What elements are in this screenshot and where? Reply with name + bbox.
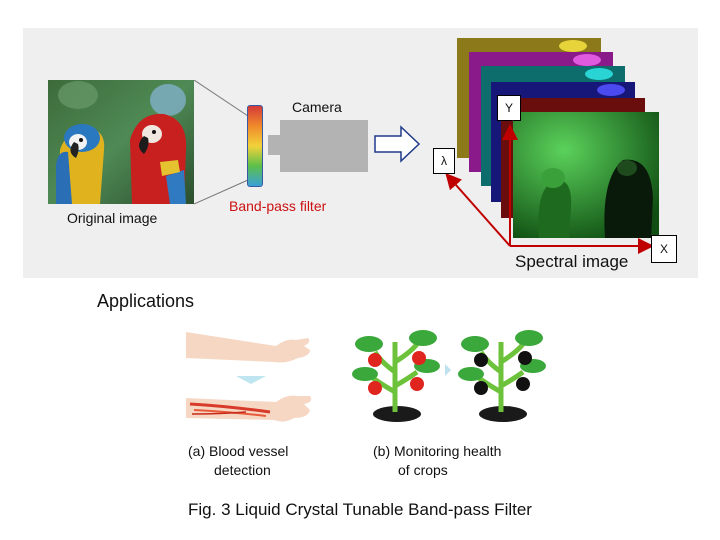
original-image-label: Original image — [67, 210, 158, 226]
figure-caption: Fig. 3 Liquid Crystal Tunable Band-pass … — [188, 500, 532, 519]
camera-body — [280, 120, 368, 172]
crops-illustration — [352, 330, 546, 422]
axis-y-label: Y — [497, 95, 521, 121]
axis-x-label: X — [651, 235, 677, 263]
arm-illustration — [186, 332, 312, 422]
band-pass-filter — [247, 105, 263, 187]
original-parrots-image — [48, 80, 194, 204]
camera-label: Camera — [292, 99, 342, 115]
app-b-label-line2: of crops — [398, 462, 448, 478]
output-arrow-icon — [374, 125, 421, 163]
camera-lens — [268, 135, 280, 155]
app-b-label-line1: (b) Monitoring health — [373, 443, 502, 459]
app-a-label-line2: detection — [214, 462, 271, 478]
spectral-axes — [445, 124, 654, 254]
filter-label: Band-pass filter — [229, 198, 327, 214]
applications-heading: Applications — [97, 291, 195, 311]
axis-lambda-label: λ — [433, 148, 455, 174]
spectral-image-label: Spectral image — [515, 252, 629, 271]
app-a-label-line1: (a) Blood vessel — [188, 443, 289, 459]
projection-lines — [194, 80, 249, 205]
